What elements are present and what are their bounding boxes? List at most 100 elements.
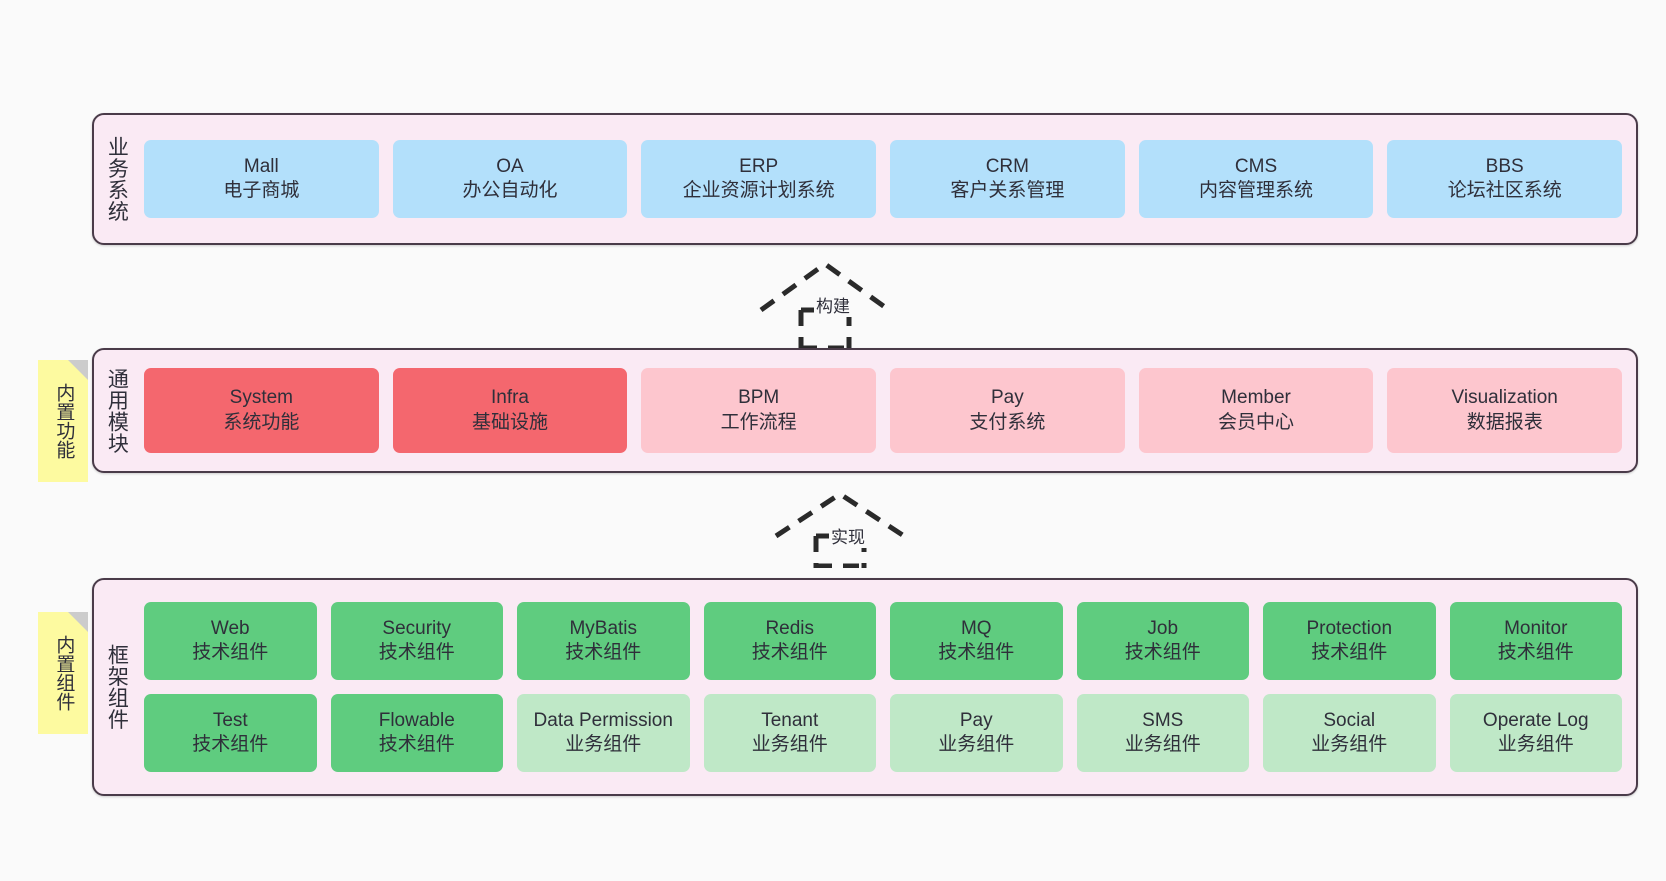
- card-subtitle: 论坛社区系统: [1447, 180, 1562, 201]
- card-monitor[interactable]: Monitor 技术组件: [1449, 602, 1622, 680]
- card-title: BBS: [1485, 155, 1524, 177]
- card-social[interactable]: Social 业务组件: [1263, 694, 1436, 772]
- card-job[interactable]: Job 技术组件: [1076, 602, 1249, 680]
- card-test[interactable]: Test 技术组件: [144, 694, 317, 772]
- layer-body-business: Mall 电子商城 OA 办公自动化 ERP 企业资源计划系统 CRM 客户关系…: [138, 115, 1636, 243]
- framework-row-business: Test 技术组件 Flowable 技术组件 Data Permission …: [144, 694, 1622, 772]
- card-mybatis[interactable]: MyBatis 技术组件: [517, 602, 690, 680]
- card-title: MyBatis: [569, 617, 638, 639]
- card-security[interactable]: Security 技术组件: [330, 602, 503, 680]
- card-title: Job: [1147, 617, 1179, 639]
- note-fold-corner: [68, 612, 88, 632]
- card-subtitle: 电子商城: [223, 180, 300, 201]
- card-visualization[interactable]: Visualization 数据报表: [1387, 368, 1623, 453]
- note-label: 内置功能: [53, 383, 75, 459]
- card-title: Pay: [959, 709, 993, 731]
- card-member[interactable]: Member 会员中心: [1138, 368, 1374, 453]
- layer-body-framework: Web 技术组件 Security 技术组件 MyBatis 技术组件 Redi…: [138, 580, 1636, 794]
- card-title: Web: [210, 617, 250, 639]
- card-subtitle: 内容管理系统: [1199, 180, 1314, 201]
- card-subtitle: 支付系统: [969, 411, 1046, 433]
- layer-title-modules: 通用模块: [105, 367, 129, 454]
- card-subtitle: 数据报表: [1466, 411, 1543, 433]
- card-system[interactable]: System 系统功能: [144, 368, 379, 453]
- card-oa[interactable]: OA 办公自动化: [392, 140, 628, 218]
- card-title: Data Permission: [533, 709, 673, 731]
- card-operate-log[interactable]: Operate Log 业务组件: [1449, 694, 1622, 772]
- card-title: CMS: [1234, 155, 1278, 177]
- card-subtitle: 办公自动化: [462, 180, 558, 201]
- layer-title-framework: 框架组件: [105, 644, 129, 730]
- card-subtitle: 技术组件: [1124, 642, 1201, 663]
- card-title: BPM: [738, 387, 780, 409]
- card-flowable[interactable]: Flowable 技术组件: [330, 694, 503, 772]
- card-subtitle: 技术组件: [938, 642, 1015, 663]
- card-subtitle: 技术组件: [378, 642, 455, 663]
- card-title: Member: [1221, 387, 1291, 409]
- card-title: SMS: [1142, 709, 1184, 731]
- card-protection[interactable]: Protection 技术组件: [1263, 602, 1436, 680]
- card-pay-component[interactable]: Pay 业务组件: [890, 694, 1063, 772]
- card-cms[interactable]: CMS 内容管理系统: [1138, 140, 1374, 218]
- card-title: CRM: [985, 155, 1029, 177]
- card-subtitle: 业务组件: [565, 734, 642, 755]
- card-title: Operate Log: [1482, 709, 1589, 731]
- card-subtitle: 会员中心: [1218, 411, 1295, 433]
- card-title: ERP: [739, 155, 779, 177]
- card-mq[interactable]: MQ 技术组件: [890, 602, 1063, 680]
- card-title: Security: [382, 617, 452, 639]
- card-title: MQ: [960, 617, 992, 639]
- card-pay-module[interactable]: Pay 支付系统: [890, 368, 1125, 453]
- sticky-note-builtin-function[interactable]: 内置功能: [38, 360, 88, 482]
- card-sms[interactable]: SMS 业务组件: [1076, 694, 1249, 772]
- card-subtitle: 技术组件: [565, 642, 642, 663]
- card-title: Social: [1323, 709, 1376, 731]
- card-title: Redis: [765, 617, 815, 639]
- layer-body-modules: System 系统功能 Infra 基础设施 BPM 工作流程 Pay 支付系统…: [138, 350, 1636, 471]
- card-subtitle: 技术组件: [1497, 642, 1574, 663]
- card-data-permission[interactable]: Data Permission 业务组件: [517, 694, 690, 772]
- card-subtitle: 业务组件: [938, 734, 1015, 755]
- card-title: OA: [496, 155, 524, 177]
- card-bbs[interactable]: BBS 论坛社区系统: [1387, 140, 1623, 218]
- framework-row-tech: Web 技术组件 Security 技术组件 MyBatis 技术组件 Redi…: [144, 602, 1622, 680]
- card-subtitle: 技术组件: [378, 734, 455, 755]
- layer-common-modules[interactable]: 通用模块 System 系统功能 Infra 基础设施 BPM 工作流程 Pay…: [92, 348, 1638, 473]
- card-title: System: [229, 387, 294, 409]
- card-subtitle: 企业资源计划系统: [682, 180, 835, 201]
- layer-framework-components[interactable]: 框架组件 Web 技术组件 Security 技术组件 MyBatis 技术组件…: [92, 578, 1638, 796]
- layer-business-system[interactable]: 业务系统 Mall 电子商城 OA 办公自动化 ERP 企业资源计划系统 CRM…: [92, 113, 1638, 245]
- card-subtitle: 技术组件: [192, 734, 269, 755]
- card-crm[interactable]: CRM 客户关系管理: [890, 140, 1125, 218]
- card-title: Visualization: [1451, 387, 1558, 409]
- card-subtitle: 客户关系管理: [950, 180, 1065, 201]
- card-title: Mall: [243, 155, 279, 177]
- card-title: Tenant: [761, 709, 819, 731]
- card-subtitle: 业务组件: [751, 734, 828, 755]
- card-subtitle: 技术组件: [1311, 642, 1388, 663]
- card-bpm[interactable]: BPM 工作流程: [641, 368, 877, 453]
- card-infra[interactable]: Infra 基础设施: [392, 368, 628, 453]
- card-title: Flowable: [378, 709, 455, 731]
- sticky-note-builtin-component[interactable]: 内置组件: [38, 612, 88, 734]
- card-subtitle: 业务组件: [1124, 734, 1201, 755]
- card-web[interactable]: Web 技术组件: [144, 602, 317, 680]
- card-title: Monitor: [1504, 617, 1568, 639]
- card-subtitle: 技术组件: [192, 642, 269, 663]
- layer-title-business: 业务系统: [105, 136, 129, 222]
- card-redis[interactable]: Redis 技术组件: [703, 602, 876, 680]
- card-title: Pay: [990, 387, 1024, 409]
- card-subtitle: 业务组件: [1311, 734, 1388, 755]
- note-label: 内置组件: [53, 635, 75, 711]
- card-subtitle: 工作流程: [720, 411, 797, 433]
- card-tenant[interactable]: Tenant 业务组件: [703, 694, 876, 772]
- card-title: Infra: [490, 387, 530, 409]
- card-subtitle: 技术组件: [751, 642, 828, 663]
- connector-label-build: 构建: [814, 292, 852, 317]
- card-erp[interactable]: ERP 企业资源计划系统: [641, 140, 877, 218]
- card-mall[interactable]: Mall 电子商城: [144, 140, 379, 218]
- card-subtitle: 系统功能: [223, 411, 300, 433]
- card-title: Protection: [1306, 617, 1393, 639]
- card-subtitle: 基础设施: [472, 411, 549, 433]
